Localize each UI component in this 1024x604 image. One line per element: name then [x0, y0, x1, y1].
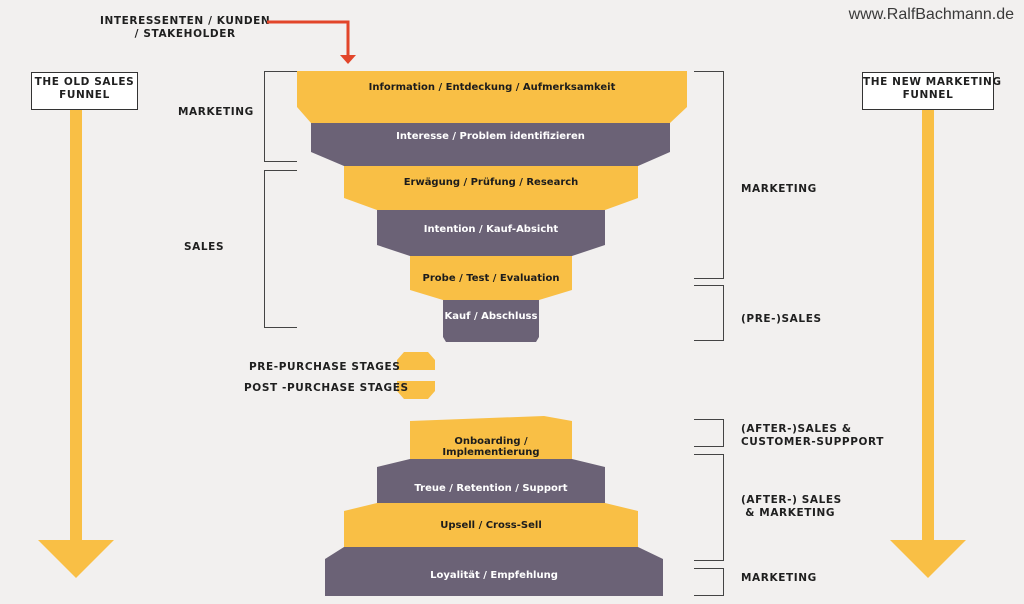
bracket-left-marketing	[264, 71, 297, 162]
old-sales-funnel-box: THE OLD SALES FUNNEL	[31, 72, 138, 110]
post-stage-3: Upsell / Cross-Sell	[440, 520, 542, 531]
right-group-presales: (PRE-)SALES	[741, 313, 822, 325]
left-group-marketing: MARKETING	[178, 106, 254, 118]
funnel-stage-3: Erwägung / Prüfung / Research	[403, 177, 579, 188]
pre-purchase-marker	[397, 352, 435, 370]
post-purchase-marker	[397, 381, 435, 399]
post-stage-4-shape	[325, 547, 663, 596]
right-group-marketing: MARKETING	[741, 183, 817, 195]
website-label: www.RalfBachmann.de	[848, 6, 1014, 23]
post-stage-1: Onboarding / Implementierung	[442, 436, 540, 458]
funnel-stage-4-shape	[377, 210, 605, 256]
post-stage-3-shape	[344, 503, 638, 547]
post-stage-2-shape	[377, 459, 605, 503]
post-stage-2: Treue / Retention / Support	[414, 483, 568, 494]
funnel-stage-1-shape	[297, 71, 687, 123]
bracket-right-marketing	[694, 71, 724, 279]
bracket-left-sales	[264, 170, 297, 328]
new-marketing-funnel-box: THE NEW MARKETING FUNNEL	[862, 72, 1001, 110]
funnel-stage-1: Information / Entdeckung / Aufmerksamkei…	[368, 82, 616, 93]
funnel-stage-3-shape	[344, 166, 638, 210]
funnel-stage-6-shape	[443, 300, 539, 342]
left-group-sales: SALES	[184, 241, 225, 253]
funnel-stage-2-shape	[311, 123, 670, 166]
new-funnel-down-arrow	[890, 110, 966, 578]
bracket-right-presales	[694, 285, 724, 341]
entry-arrow	[267, 20, 356, 64]
bracket-right-after-marketing	[694, 454, 724, 561]
right-group-after-support: (AFTER-)SALES & CUSTOMER-SUPPPORT	[741, 423, 885, 448]
funnel-stage-4: Intention / Kauf-Absicht	[423, 224, 559, 235]
post-purchase-label: POST -PURCHASE STAGES	[244, 382, 409, 394]
funnel-stage-5-shape	[410, 256, 572, 300]
right-group-marketing-bottom: MARKETING	[741, 572, 817, 584]
funnel-stage-5: Probe / Test / Evaluation	[422, 273, 560, 284]
entry-label: INTERESSENTEN / KUNDEN / STAKEHOLDER	[100, 15, 271, 40]
post-stage-1-shape	[410, 416, 572, 459]
bracket-right-marketing-bottom	[694, 568, 724, 596]
post-stage-4: Loyalität / Empfehlung	[430, 570, 558, 581]
funnel-stage-2: Interesse / Problem identifizieren	[396, 131, 585, 142]
pre-purchase-label: PRE-PURCHASE STAGES	[249, 361, 401, 373]
funnel-stage-6: Kauf / Abschluss	[444, 311, 538, 322]
old-funnel-down-arrow	[38, 110, 114, 578]
right-group-after-marketing: (AFTER-) SALES & MARKETING	[741, 494, 842, 519]
bracket-right-after-support	[694, 419, 724, 447]
